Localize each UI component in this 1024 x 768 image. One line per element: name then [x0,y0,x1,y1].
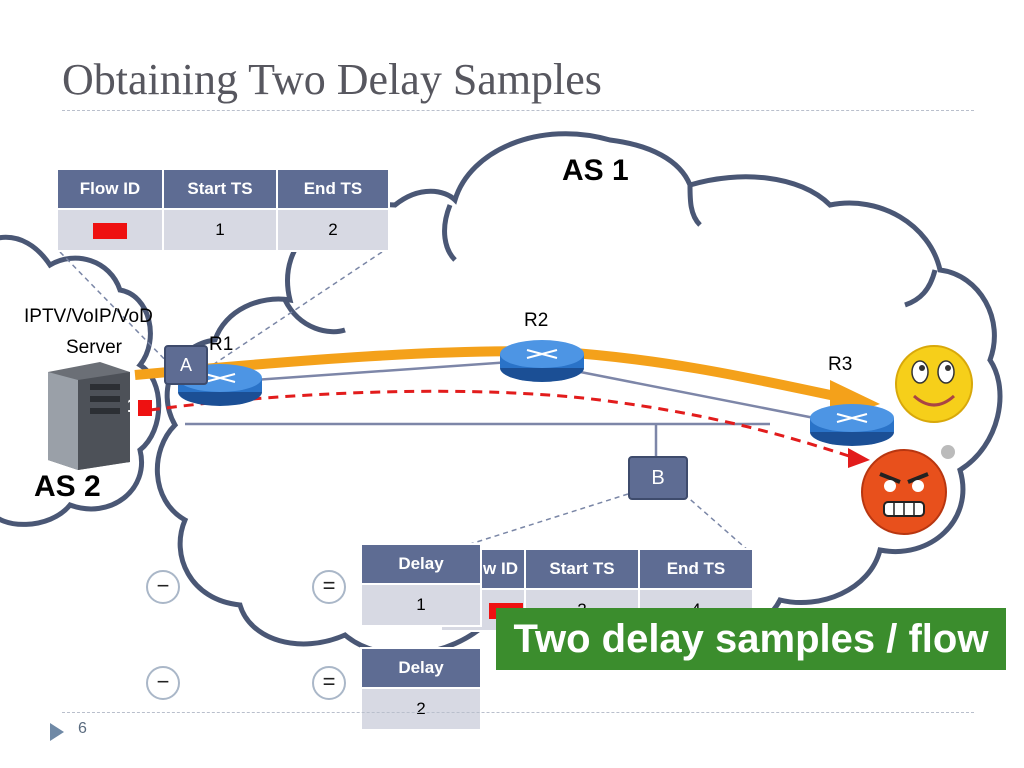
table-a-end-ts-cell: 2 [276,208,390,252]
table-b-connectors [444,493,751,553]
router-r2 [500,340,584,382]
flow-table-a: Flow ID Start TS End TS 1 2 [56,168,390,252]
table-a-header-flow-id: Flow ID [56,168,164,210]
minus-operator-2: − [146,666,180,700]
angry-face-icon [861,445,955,535]
table-a-connectors [59,251,383,371]
red-dashed-flow [149,389,870,468]
equals-operator-1: = [312,570,346,604]
as1-label: AS 1 [562,154,629,187]
delay-table-2: Delay 2 [360,647,482,731]
router-r1-label: R1 [209,334,234,355]
table-a-header-start-ts: Start TS [162,168,278,210]
equals-operator-2: = [312,666,346,700]
footer-divider [62,712,974,713]
delay-1-value: 1 [360,583,482,627]
as1-cloud [154,131,1003,657]
delay-2-header: Delay [360,647,482,689]
one-marker-label: 1 [127,396,138,417]
monitor-a-label: A [179,355,192,375]
as2-label: AS 2 [34,470,101,503]
slide-title: Obtaining Two Delay Samples [62,55,602,104]
happy-face-icon [895,345,973,423]
table-a-header-end-ts: End TS [276,168,390,210]
two-delay-samples-banner: Two delay samples / flow [496,608,1006,670]
server-label-2: Server [66,337,122,358]
router-r2-label: R2 [524,310,549,331]
router-r3-label: R3 [828,354,853,375]
minus-operator-1: − [146,570,180,604]
delay-2-value: 2 [360,687,482,731]
title-divider [62,110,974,111]
server-label: IPTV/VoIP/VoD [24,306,153,327]
table-a-flow-id-cell [56,208,164,252]
table-a-start-ts-cell: 1 [162,208,278,252]
router-links [185,358,851,456]
table-b-header-end-ts: End TS [638,548,754,590]
monitor-a-box: A [164,345,208,385]
monitor-b-label: B [651,467,665,489]
page-number: 6 [78,720,87,737]
server-icon [48,362,130,470]
table-b-header-start-ts: Start TS [524,548,640,590]
red-flow-id-chip [93,222,127,239]
delay-table-1: Delay 1 [360,543,482,627]
router-r1 [178,364,262,406]
router-r3 [810,404,894,446]
page-marker-icon [50,723,64,741]
monitor-b-box: B [628,456,688,500]
delay-1-header: Delay [360,543,482,585]
red-flow-marker-source [138,400,152,416]
